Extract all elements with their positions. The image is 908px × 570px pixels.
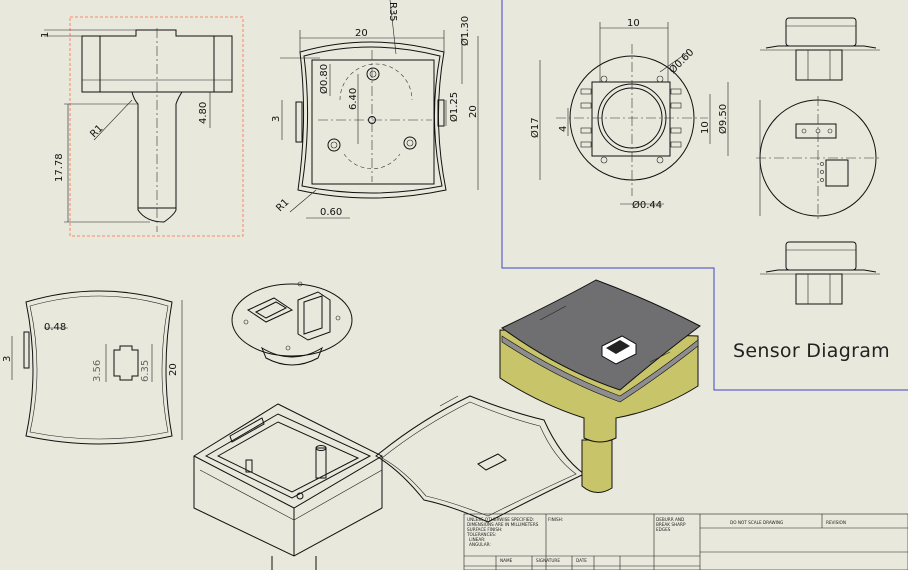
selection-box [69, 16, 244, 237]
iso-open-base[interactable] [193, 395, 585, 570]
sensor-stack-views[interactable] [756, 17, 880, 305]
dim-height-640: 6.40 [348, 88, 359, 110]
dim-radius-r1: R1 [88, 123, 105, 140]
dim-height-10: 10 [700, 121, 711, 134]
tb-deburr-3: EDGES [656, 527, 671, 532]
tb-col-signature: SIGNATURE [536, 558, 560, 563]
dim-radius-r35: R35 [387, 2, 398, 22]
iso-shaded-assembly[interactable] [499, 279, 701, 493]
dim-lid-048: 0.48 [44, 322, 66, 333]
tb-col-name: NAME [500, 558, 513, 563]
tb-revision: REVISION [826, 520, 846, 525]
sensor-board-view[interactable]: 10 Ø0.60 Ø17 4 Ø9.50 10 Ø0.44 [529, 18, 729, 211]
dim-height-1778: 17.78 [54, 153, 65, 182]
dim-lid-635: 6.35 [140, 360, 151, 382]
dim-lid-356: 3.56 [92, 360, 103, 382]
side-view-probe[interactable]: 1 4.80 R1 17.78 [40, 16, 244, 237]
dim-thickness: 1 [40, 32, 51, 38]
tb-note-5: LINEAR: [469, 537, 485, 542]
dim-pitch-4: 4 [558, 126, 569, 132]
tb-deburr-2: BREAK SHARP [656, 522, 686, 527]
dim-dia-060: Ø0.60 [667, 46, 697, 76]
title-block: UNLESS OTHERWISE SPECIFIED: DIMENSIONS A… [463, 513, 908, 570]
tb-do-not-scale: DO NOT SCALE DRAWING [730, 520, 783, 525]
tb-note-2: DIMENSIONS ARE IN MILLIMETERS [467, 522, 539, 527]
dim-dia-044: Ø0.44 [632, 199, 662, 211]
dim-dia-080: Ø0.80 [318, 64, 330, 94]
lid-view[interactable]: 0.48 3 3.56 6.35 20 [2, 290, 183, 445]
dim-dia-950: Ø9.50 [717, 104, 729, 134]
dim-width-20: 20 [355, 28, 368, 39]
sensor-frame-border [501, 0, 908, 391]
tb-note-1: UNLESS OTHERWISE SPECIFIED: [467, 517, 534, 522]
top-view-base[interactable]: R35 20 Ø1.30 Ø0.80 6.40 3 Ø1.25 20 R1 0.… [271, 0, 479, 219]
dim-gap-060: 0.60 [320, 207, 342, 218]
dim-dia-130: Ø1.30 [459, 16, 471, 46]
dim-radius-r1b: R1 [274, 197, 291, 214]
tb-finish: FINISH: [548, 517, 563, 522]
sensor-diagram-caption: Sensor Diagram [733, 340, 890, 362]
dim-lid-20: 20 [168, 363, 179, 376]
dim-height-20: 20 [468, 105, 479, 118]
dim-offset-3: 3 [271, 116, 282, 122]
tb-note-6: ANGULAR: [469, 542, 491, 547]
dim-lid-3: 3 [2, 356, 13, 362]
tb-note-3: SURFACE FINISH: [467, 527, 503, 532]
dim-width-10: 10 [627, 18, 640, 29]
dim-dia-17: Ø17 [529, 117, 541, 138]
tb-note-4: TOLERANCES: [466, 532, 496, 537]
dim-height-480: 4.80 [198, 102, 209, 124]
tb-deburr-1: DEBURR AND [656, 517, 684, 522]
tb-col-date: DATE [576, 558, 587, 563]
iso-sensor-pcb[interactable] [231, 281, 353, 366]
dim-dia-125: Ø1.25 [448, 92, 460, 122]
